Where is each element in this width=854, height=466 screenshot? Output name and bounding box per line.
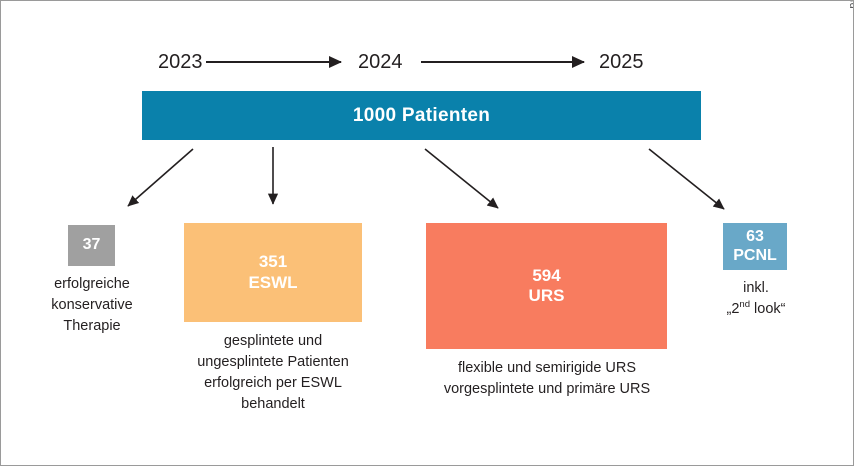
caption-line: Therapie [63, 318, 121, 335]
caption-line: vorgesplintete und primäre URS [443, 381, 651, 398]
outcome-count-urs: 594 [532, 265, 561, 285]
caption-line: erfolgreich per ESWL [204, 375, 342, 392]
caption-pcnl: inkl. „2nd look“ [713, 278, 799, 320]
copyright-notice: © Universimed [847, 1, 853, 9]
second-look-ordinal: nd [739, 299, 751, 311]
second-look-value: 2 [731, 301, 740, 318]
outcome-count-eswl: 351 [258, 252, 288, 272]
timeline-year-2024: 2024 [358, 51, 403, 73]
caption-line: konservative [51, 297, 133, 314]
cohort-bar: 1000 Patienten [142, 91, 701, 140]
timeline: 2023 2024 2025 [1, 46, 853, 78]
outcome-box-urs: 594 URS [426, 223, 667, 349]
caption-line: inkl. [743, 280, 769, 296]
caption-line: behandelt [241, 396, 305, 413]
caption-konservativ: erfolgreiche konservative Therapie [28, 274, 156, 337]
connector-to-pcnl [648, 148, 725, 210]
timeline-year-2023: 2023 [158, 51, 203, 73]
caption-line: gesplintete und [223, 333, 323, 349]
caption-line-second-look: „2nd look“ [713, 299, 799, 320]
outcome-count-konservativ: 37 [82, 236, 101, 254]
outcome-label-pcnl: PCNL [733, 246, 777, 264]
caption-urs: flexible und semirigide URS vorgesplinte… [416, 358, 678, 400]
timeline-arrow-2024-2025 [421, 56, 585, 68]
cohort-bar-label: 1000 Patienten [352, 104, 491, 126]
outcome-box-pcnl: 63 PCNL [723, 223, 787, 270]
outcome-box-eswl: 351 ESWL [184, 223, 362, 322]
connector-to-konservativ [127, 148, 194, 207]
outcome-label-eswl: ESWL [248, 272, 298, 292]
timeline-arrow-2023-2024 [206, 56, 342, 68]
quote-close: “ [780, 301, 786, 318]
timeline-year-2025: 2025 [599, 51, 644, 73]
caption-eswl: gesplintete und ungesplintete Patienten … [174, 331, 372, 415]
caption-line: flexible und semirigide URS [457, 360, 637, 376]
connector-to-urs [424, 148, 499, 209]
caption-line: ungesplintete Patienten [197, 354, 349, 371]
second-look-rest: look [750, 301, 781, 318]
quote-open: „ [726, 301, 732, 318]
caption-line: erfolgreiche [54, 276, 130, 292]
outcome-label-urs: URS [528, 286, 565, 305]
outcome-box-konservativ: 37 [68, 225, 115, 266]
outcome-count-pcnl: 63 [746, 227, 764, 245]
